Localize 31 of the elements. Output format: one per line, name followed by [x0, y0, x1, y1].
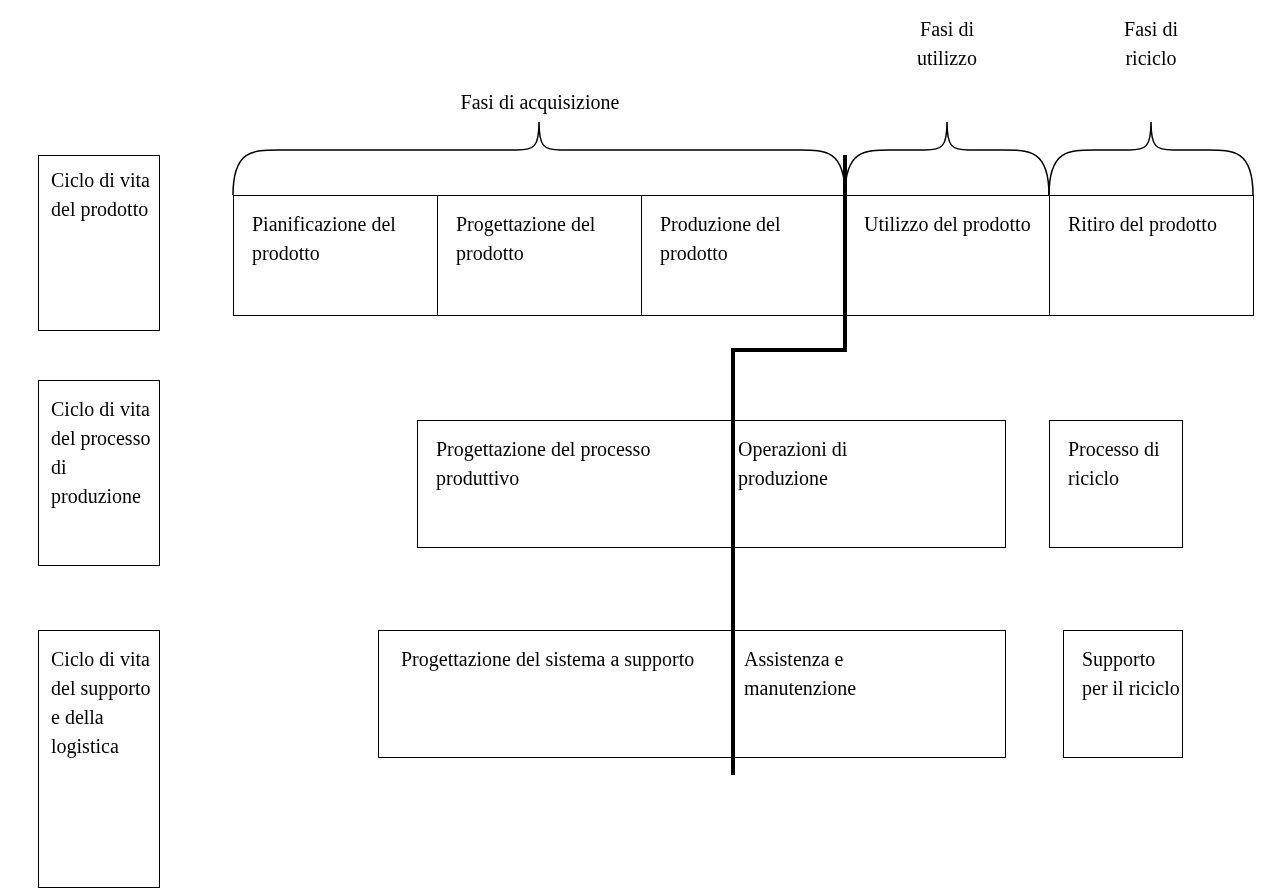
box-label: Assistenza e manutenzione — [744, 647, 858, 701]
box-label: Progettazione del prodotto — [456, 212, 597, 267]
box-label: Ciclo di vita del prodotto — [51, 168, 151, 223]
phase-box — [378, 630, 734, 758]
box-label: Pianificazione del prodotto — [252, 212, 397, 267]
phase-box — [1049, 420, 1183, 548]
box-label: Produzione del prodotto — [660, 212, 782, 267]
row-header-box — [38, 380, 160, 566]
phase-box — [1049, 195, 1254, 316]
phase-group-label: Fasi di acquisizione — [459, 90, 621, 116]
box-label: Supporto per il riciclo — [1082, 647, 1181, 702]
phase-group-label: Fasi di utilizzo — [916, 17, 978, 71]
phase-box — [1063, 630, 1183, 758]
phase-box — [733, 630, 1006, 758]
box-label: Operazioni di produzione — [738, 437, 849, 492]
phase-box — [641, 195, 846, 316]
row-header-box — [38, 630, 160, 888]
phase-box — [845, 195, 1050, 316]
phase-box — [233, 195, 438, 316]
phase-box — [437, 195, 642, 316]
box-label: Ritiro del prodotto — [1068, 212, 1218, 238]
box-label: Ciclo di vita del supporto e della logistica — [51, 647, 152, 760]
box-label: Progettazione del processo produttivo — [436, 437, 652, 492]
row-header-box — [38, 155, 160, 331]
phase-box — [733, 420, 1006, 548]
phase-group-label: Fasi di riciclo — [1123, 17, 1179, 71]
box-label: Utilizzo del prodotto — [864, 212, 1032, 238]
box-label: Progettazione del sistema a supporto — [401, 647, 696, 673]
box-label: Processo di riciclo — [1068, 437, 1161, 491]
box-label: Ciclo di vita del processo di produzione — [51, 397, 152, 510]
phase-box — [417, 420, 734, 548]
